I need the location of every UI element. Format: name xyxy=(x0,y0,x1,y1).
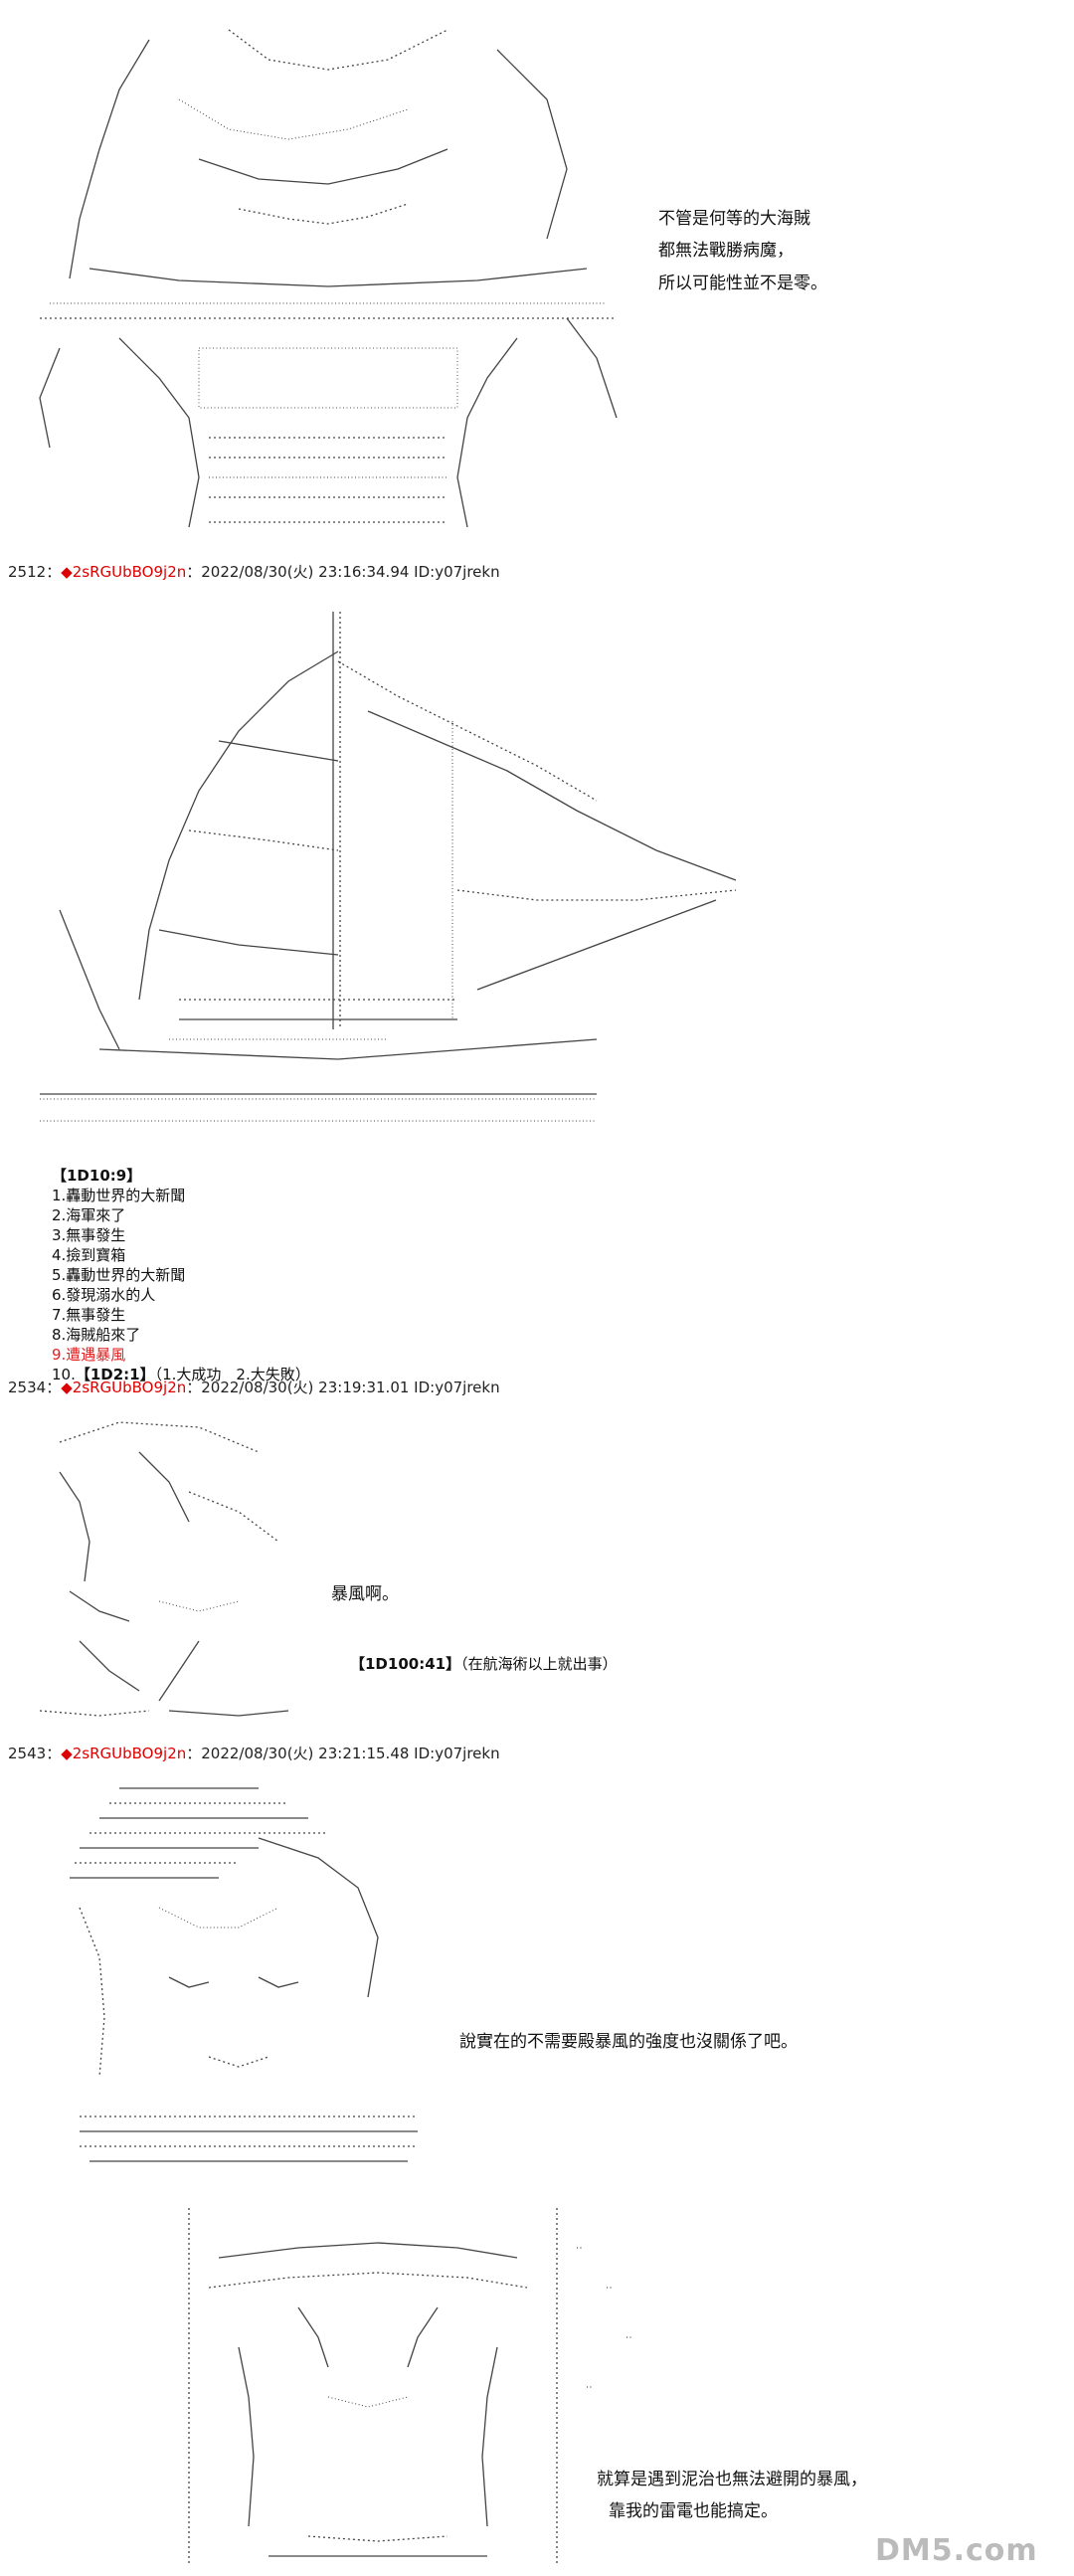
list-item: 4.撿到寶箱 xyxy=(52,1246,126,1264)
dice-header: 【1D10:9】 xyxy=(52,1167,142,1185)
dice-result-list: 【1D10:9】 1.轟動世界的大新聞 2.海軍來了 3.無事發生 4.撿到寶箱… xyxy=(52,1166,310,1384)
list-item: 6.發現溺水的人 xyxy=(52,1286,156,1304)
speech-line: 暴風啊。 xyxy=(331,1584,399,1604)
list-item: 10.【1D2:1】（1.大成功 2.大失敗） xyxy=(52,1366,310,1383)
list-item-highlighted: 9.遭遇暴風 xyxy=(52,1346,126,1364)
list-item: 7.無事發生 xyxy=(52,1306,126,1324)
narration-line: 靠我的雷電也能搞定。 xyxy=(609,2501,778,2521)
ascii-art-sparkles xyxy=(577,2247,632,2388)
ascii-art-character-4 xyxy=(188,2208,558,2566)
list-item: 5.轟動世界的大新聞 xyxy=(52,1266,186,1284)
speech-line: 說實在的不需要殿暴風的強度也沒關係了吧。 xyxy=(459,2032,798,2052)
ascii-art-ship xyxy=(40,612,737,1122)
narration-line: 就算是遇到泥治也無法避開的暴風， xyxy=(597,2470,867,2489)
post-number: 2534 xyxy=(8,1379,47,1396)
post-date: ：2022/08/30(火) 23:16:34.94 ID:y07jrekn xyxy=(186,563,500,581)
tripcode-link[interactable]: 2sRGUbBO9j2n xyxy=(72,1379,187,1396)
trip-diamond-icon: ◆ xyxy=(61,563,73,581)
post-number: 2512 xyxy=(8,563,47,581)
ascii-art-character-3 xyxy=(70,1787,418,2162)
narration-line: 都無法戰勝病魔， xyxy=(658,241,794,261)
narration-line: 不管是何等的大海賊 xyxy=(658,209,810,229)
dice-roll-bracket: 【1D100:41】 xyxy=(350,1655,461,1673)
trip-diamond-icon: ◆ xyxy=(61,1745,73,1762)
narration-line: 所以可能性並不是零。 xyxy=(658,274,827,293)
dm5-watermark-logo: DM5.com xyxy=(875,2533,1038,2568)
list-item: 1.轟動世界的大新聞 xyxy=(52,1187,186,1204)
post-header: 2512：◆2sRGUbBO9j2n：2022/08/30(火) 23:16:3… xyxy=(8,563,500,581)
tripcode-link[interactable]: 2sRGUbBO9j2n xyxy=(72,1745,187,1762)
post-date: ：2022/08/30(火) 23:19:31.01 ID:y07jrekn xyxy=(186,1379,500,1396)
tripcode-link[interactable]: 2sRGUbBO9j2n xyxy=(72,563,187,581)
list-item: 8.海賊船來了 xyxy=(52,1326,141,1344)
ascii-art-character-1 xyxy=(39,29,618,528)
post-header: 2543：◆2sRGUbBO9j2n：2022/08/30(火) 23:21:1… xyxy=(8,1745,500,1762)
post-number: 2543 xyxy=(8,1745,47,1762)
ascii-art-character-2 xyxy=(40,1421,289,1717)
post-date: ：2022/08/30(火) 23:21:15.48 ID:y07jrekn xyxy=(186,1745,500,1762)
list-item: 2.海軍來了 xyxy=(52,1206,126,1224)
dice-roll-line: 【1D100:41】（在航海術以上就出事） xyxy=(350,1655,618,1673)
post-header: 2534：◆2sRGUbBO9j2n：2022/08/30(火) 23:19:3… xyxy=(8,1379,500,1396)
trip-diamond-icon: ◆ xyxy=(61,1379,73,1396)
list-item: 3.無事發生 xyxy=(52,1226,126,1244)
dice-roll-bracket: 【1D2:1】 xyxy=(75,1366,155,1383)
